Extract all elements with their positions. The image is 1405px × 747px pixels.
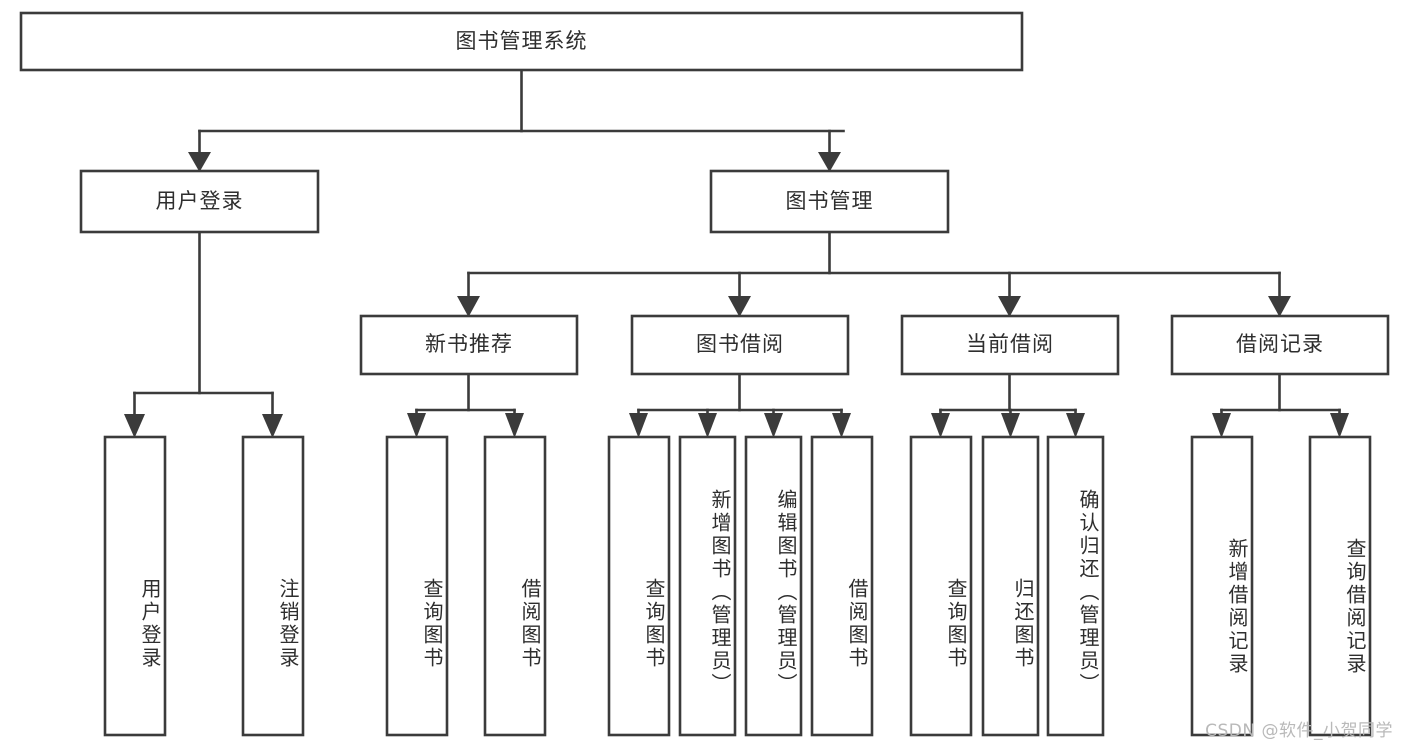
connectors-book-borrow-to-leaves: [637, 372, 843, 423]
arrow-to-leaf-borrow-book-2: [832, 413, 851, 438]
node-box-leaf-borrow-book-1[interactable]: [483, 435, 547, 737]
node-box-leaf-add-book[interactable]: [678, 435, 737, 737]
node-box-leaf-query-record[interactable]: [1308, 435, 1372, 737]
node-box-leaf-confirm-return[interactable]: [1046, 435, 1105, 737]
arrow-to-leaf-user-logout: [262, 414, 283, 438]
node-boxes: [19, 11, 1390, 737]
node-box-current-borrow[interactable]: [900, 314, 1120, 376]
connectors-root-to-level1: [198, 68, 845, 158]
arrow-to-leaf-query-book-3: [931, 413, 950, 438]
node-box-book-manage[interactable]: [709, 169, 950, 234]
arrow-to-leaf-add-book: [698, 413, 717, 438]
node-box-leaf-add-record[interactable]: [1190, 435, 1254, 737]
node-box-leaf-borrow-book-2[interactable]: [810, 435, 874, 737]
arrow-to-current-borrow: [998, 296, 1021, 317]
node-box-leaf-query-book-1[interactable]: [385, 435, 449, 737]
arrow-to-user-login: [188, 152, 211, 172]
arrow-to-leaf-confirm-return: [1066, 413, 1085, 438]
arrow-to-borrow-record: [1268, 296, 1291, 317]
connectors-new-book-recommend-to-leaves: [415, 372, 516, 423]
csdn-watermark: CSDN @软件_小贺同学: [1205, 721, 1393, 741]
node-box-leaf-user-logout[interactable]: [241, 435, 305, 737]
connectors-borrow-record-to-leaves: [1220, 372, 1341, 423]
node-box-borrow-record[interactable]: [1170, 314, 1390, 376]
node-box-leaf-edit-book[interactable]: [744, 435, 803, 737]
connectors-book-manage-to-level2: [467, 230, 1281, 302]
arrow-to-leaf-return-book: [1001, 413, 1020, 438]
arrow-to-leaf-user-login: [124, 414, 145, 438]
arrow-to-leaf-add-record: [1212, 413, 1231, 438]
arrow-to-new-book-recommend: [457, 296, 480, 317]
arrow-to-book-borrow: [728, 296, 751, 317]
arrow-to-leaf-borrow-book-1: [505, 413, 524, 438]
node-box-leaf-return-book[interactable]: [981, 435, 1040, 737]
node-box-leaf-query-book-2[interactable]: [607, 435, 671, 737]
arrow-to-leaf-query-record: [1330, 413, 1349, 438]
arrow-heads: [124, 152, 1349, 438]
connectors-user-login-to-leaves: [133, 230, 274, 423]
arrow-to-book-manage: [818, 152, 841, 172]
arrow-to-leaf-query-book-1: [407, 413, 426, 438]
node-box-user-login[interactable]: [79, 169, 320, 234]
node-box-root[interactable]: [19, 11, 1024, 72]
arrow-to-leaf-edit-book: [764, 413, 783, 438]
node-box-leaf-user-login[interactable]: [103, 435, 167, 737]
node-box-new-book-recommend[interactable]: [359, 314, 579, 376]
node-box-book-borrow[interactable]: [630, 314, 850, 376]
node-box-leaf-query-book-3[interactable]: [909, 435, 973, 737]
arrow-to-leaf-query-book-2: [629, 413, 648, 438]
